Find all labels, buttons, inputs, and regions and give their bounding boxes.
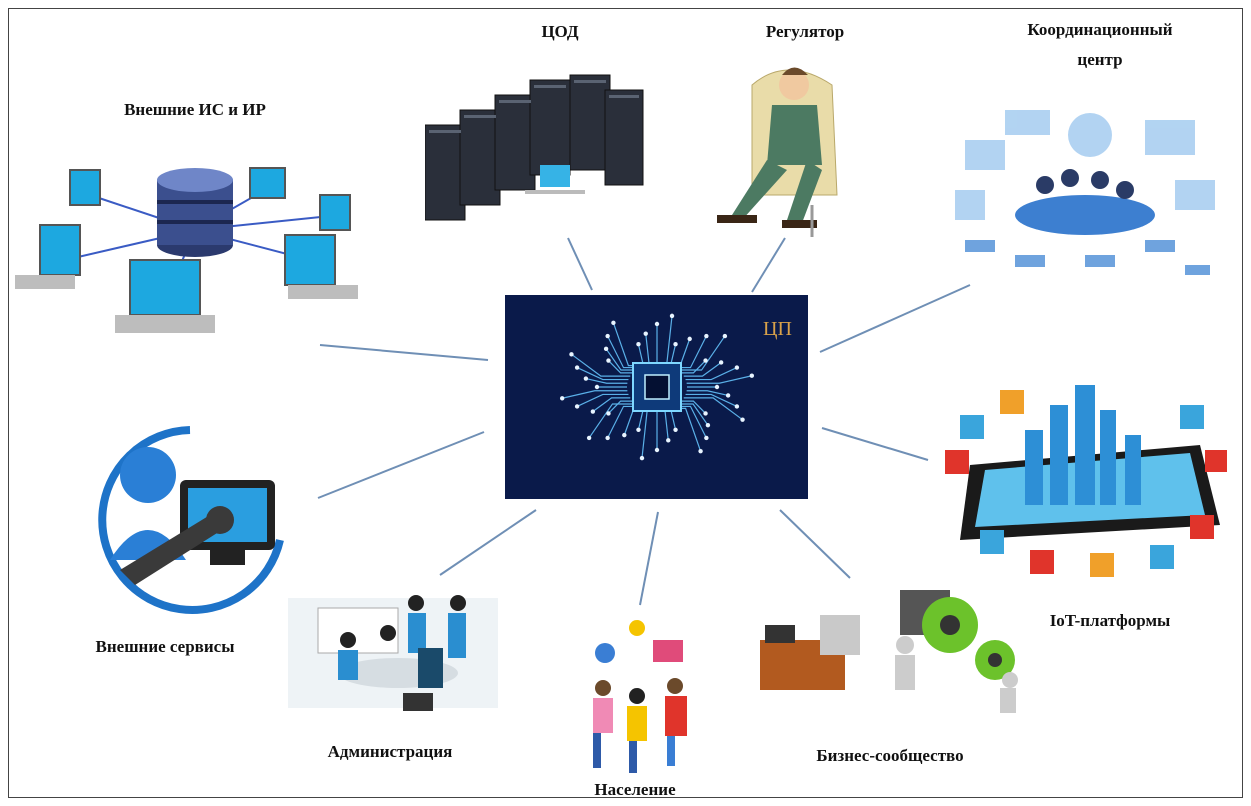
label-external-is: Внешние ИС и ИР (124, 100, 266, 119)
label-population: Население (594, 780, 676, 799)
coordination-center-illustration (955, 110, 1215, 275)
label-ext-services: Внешние сервисы (95, 637, 235, 656)
central-brain-chip: ЦП (505, 295, 808, 499)
label-coord-line1: Координационный (1027, 20, 1173, 39)
regulator-illustration (717, 67, 838, 237)
external-is-illustration (15, 167, 358, 333)
link-coord (819, 284, 971, 353)
administration-illustration (288, 595, 498, 711)
label-regulator: Регулятор (765, 22, 845, 41)
link-admin (439, 509, 537, 576)
business-community-illustration (760, 590, 1018, 713)
link-ext-services (317, 431, 485, 499)
label-iot: IoT-платформы (1049, 611, 1171, 630)
external-services-illustration (98, 426, 284, 614)
link-dc (567, 237, 593, 291)
link-population (639, 511, 659, 606)
center-label: ЦП (763, 318, 792, 340)
link-iot (821, 427, 929, 461)
datacenter-illustration (425, 74, 644, 221)
link-regulator (751, 237, 786, 293)
label-admin: Администрация (327, 742, 453, 761)
iot-platform-illustration (945, 385, 1227, 577)
population-illustration (593, 620, 687, 773)
label-dc: ЦОД (541, 22, 579, 41)
label-business: Бизнес-сообщество (816, 746, 964, 765)
link-business (779, 509, 851, 579)
diagram-frame (8, 8, 1243, 798)
link-external-is (319, 344, 489, 361)
label-coord-line2: центр (1077, 50, 1123, 69)
